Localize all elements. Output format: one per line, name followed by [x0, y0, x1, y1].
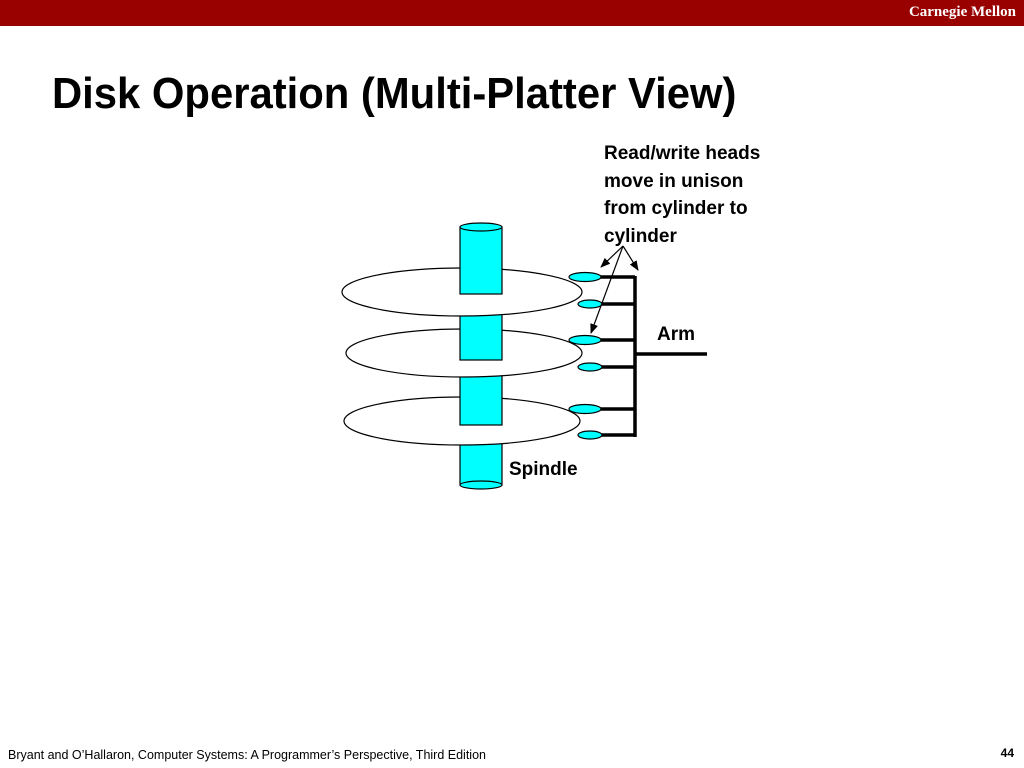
spindle-segment-upper	[459, 313, 503, 361]
head-middle-upper	[568, 334, 602, 346]
heads-label-line: Read/write heads	[604, 143, 761, 164]
spindle-top-segment	[459, 222, 503, 295]
institution-name: Carnegie Mellon	[908, 4, 1016, 20]
heads-label-line: move in unison	[604, 170, 744, 192]
header-bar: Carnegie Mellon	[0, 0, 1024, 26]
head-bottom-upper	[568, 403, 602, 415]
head-middle-lower	[577, 362, 603, 372]
heads-label-line: cylinder	[604, 225, 677, 247]
page-number: 44	[1000, 746, 1014, 760]
heads-label: Read/write heads move in unison from cyl…	[604, 140, 760, 250]
arm-label: Arm	[657, 324, 696, 345]
actuator-arm	[600, 275, 707, 437]
read-write-heads	[568, 271, 603, 440]
spindle-label: Spindle	[509, 459, 578, 480]
head-top-upper	[568, 271, 602, 283]
head-top-lower	[577, 299, 603, 309]
heads-label-line: from cylinder to	[604, 198, 748, 219]
slide-title: Disk Operation (Multi-Platter View)	[52, 69, 737, 118]
footer-citation: Bryant and O’Hallaron, Computer Systems:…	[8, 748, 486, 762]
head-pointer-arrows	[590, 245, 639, 334]
head-bottom-lower	[577, 430, 603, 440]
spindle-segment-lower	[459, 374, 503, 426]
